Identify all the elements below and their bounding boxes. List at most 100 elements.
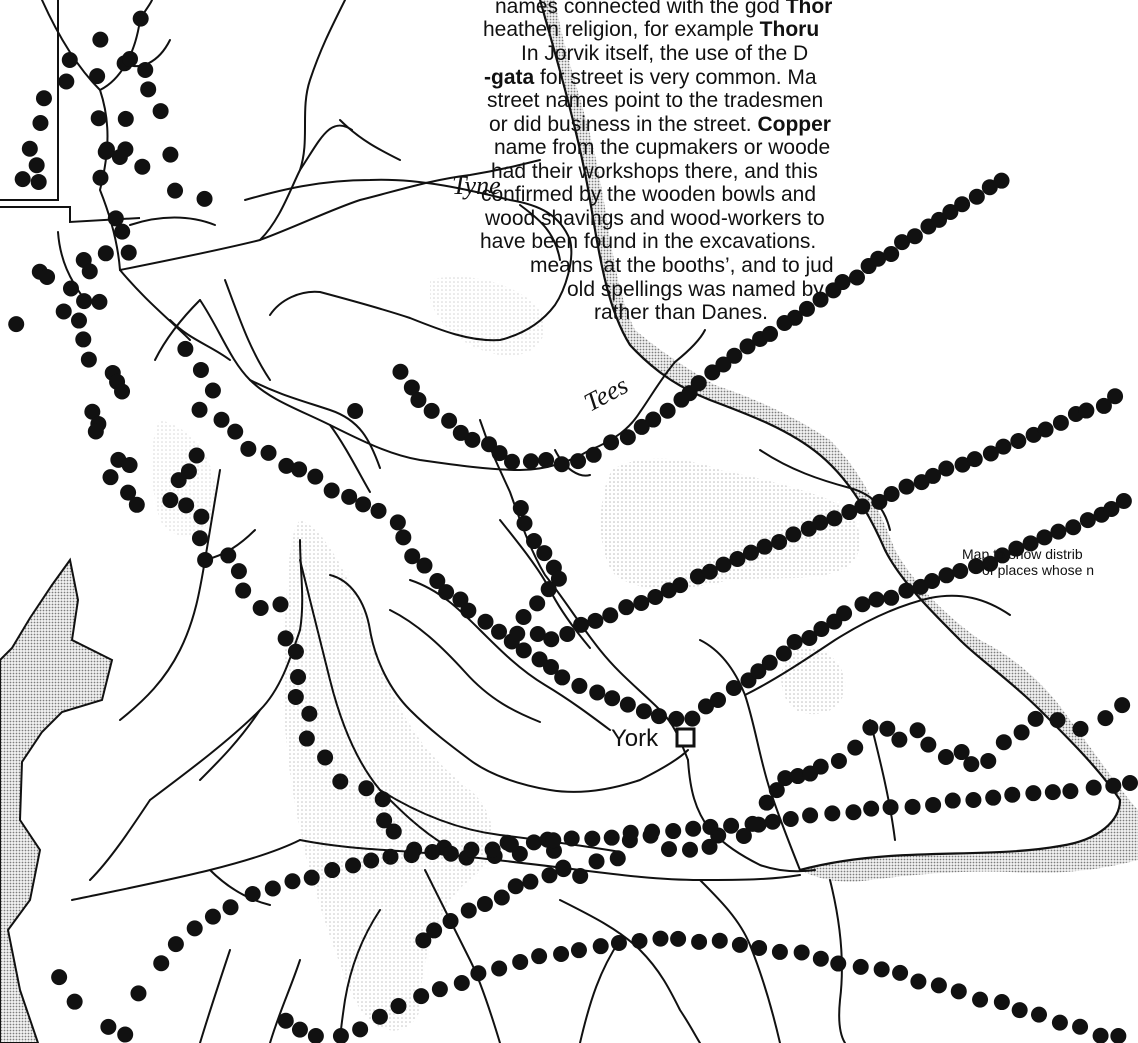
river-tyne-main [119, 159, 541, 271]
settlement-dot [460, 602, 477, 619]
settlement-dot [442, 845, 459, 862]
settlement-dot [715, 356, 732, 373]
settlement-dot [633, 418, 650, 435]
settlement-dot [668, 710, 685, 727]
settlement-dot [1072, 1018, 1089, 1035]
map-caption-line-2: of places whose n [982, 562, 1095, 578]
settlement-dot [937, 749, 954, 766]
settlement-dot [493, 889, 510, 906]
settlement-dot [967, 558, 984, 575]
settlement-dot [153, 955, 170, 972]
settlement-dot [665, 823, 682, 840]
river-ure [329, 574, 689, 793]
settlement-dot [701, 838, 718, 855]
tees-label: Tees [579, 370, 633, 417]
settlement-dot [70, 312, 87, 329]
settlement-dot [868, 591, 885, 608]
settlement-dot [726, 347, 743, 364]
settlement-dot [570, 942, 587, 959]
settlement-dot [930, 977, 947, 994]
settlement-dot [723, 817, 740, 834]
settlement-dot [301, 705, 318, 722]
settlement-dot [90, 110, 107, 127]
settlement-dot [603, 829, 620, 846]
settlement-dot [834, 274, 851, 291]
settlement-dot [870, 250, 887, 267]
settlement-dot [81, 263, 98, 280]
settlement-dot [701, 563, 718, 580]
settlement-dot [452, 591, 469, 608]
settlement-dot [415, 932, 432, 949]
settlement-dot [191, 530, 208, 547]
settlement-dot [363, 852, 380, 869]
settlement-dot [423, 402, 440, 419]
settlement-dot [711, 932, 728, 949]
settlement-dot [323, 482, 340, 499]
settlement-dot [588, 853, 605, 870]
settlement-dot [786, 309, 803, 326]
settlement-dot [862, 719, 879, 736]
settlement-dot [515, 608, 532, 625]
settlement-dot [1022, 535, 1039, 552]
settlement-dot [540, 581, 557, 598]
settlement-dot [1011, 1002, 1028, 1019]
settlement-dot [764, 813, 781, 830]
settlement-dot [426, 922, 443, 939]
settlement-dot [659, 402, 676, 419]
settlement-dot [785, 526, 802, 543]
frame-lines [0, 0, 141, 224]
settlement-dot [332, 773, 349, 790]
settlement-dot [702, 818, 719, 835]
upland-shading [151, 276, 861, 1031]
settlement-dot [1044, 784, 1061, 801]
settlement-dot [114, 383, 131, 400]
settlement-dot [1008, 540, 1025, 557]
settlement-dot [793, 944, 810, 961]
settlement-dot [553, 945, 570, 962]
settlement-dot [376, 812, 393, 829]
settlement-dot [592, 938, 609, 955]
upland-pennines [283, 520, 493, 1031]
settlement-dot [1085, 779, 1102, 796]
settlement-dot [604, 690, 621, 707]
settlement-dot [89, 68, 106, 85]
settlement-dot [481, 436, 498, 453]
settlement-dot [75, 331, 92, 348]
settlement-dot [220, 547, 237, 564]
settlement-dot [117, 110, 134, 127]
settlement-dot [782, 811, 799, 828]
settlement-dot [966, 451, 983, 468]
settlement-dot [1092, 1027, 1109, 1043]
settlement-dot [502, 836, 519, 853]
settlement-dot [1036, 529, 1053, 546]
settlement-dot [824, 805, 841, 822]
settlement-dot [374, 791, 391, 808]
settlement-dot [529, 626, 546, 643]
settlement-dot [92, 31, 109, 48]
settlement-dot [162, 492, 179, 509]
settlement-dot [91, 293, 108, 310]
settlement-dot [761, 654, 778, 671]
settlement-dot [1052, 414, 1069, 431]
settlement-dot [963, 756, 980, 773]
settlement-dot [812, 950, 829, 967]
settlement-dot [345, 857, 362, 874]
settlement-dot [509, 625, 526, 642]
settlement-dot [710, 691, 727, 708]
settlement-dot [1122, 775, 1138, 792]
york-label: York [611, 725, 659, 752]
settlement-dot [531, 948, 548, 965]
settlement-dot [950, 983, 967, 1000]
settlement-dot [21, 140, 38, 157]
settlement-dot [995, 734, 1012, 751]
settlement-dot [204, 908, 221, 925]
settlement-dot [924, 572, 941, 589]
settlement-dot [188, 447, 205, 464]
settlement-dot [812, 758, 829, 775]
settlement-dot [786, 634, 803, 651]
settlement-dot [303, 869, 320, 886]
settlement-dot [697, 698, 714, 715]
settlement-dot [80, 351, 97, 368]
settlement-dot [167, 182, 184, 199]
settlement-dot [30, 173, 47, 190]
